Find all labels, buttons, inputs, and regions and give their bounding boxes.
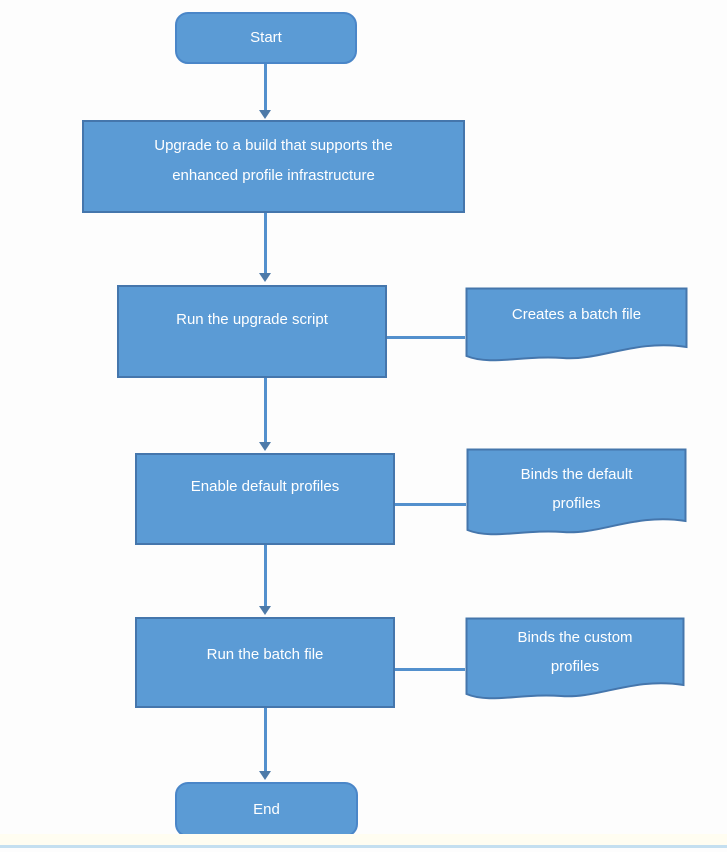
node-upgrade-build-label: Upgrade to a build that supports the enh…: [154, 137, 393, 184]
node-binds-default-profiles-label: Binds the default profiles: [520, 466, 633, 512]
node-run-upgrade-script-label: Run the upgrade script: [176, 311, 328, 328]
connector-runbatch-to-customdoc: [395, 668, 465, 671]
node-creates-batch-file-label: Creates a batch file: [511, 306, 642, 323]
arrowhead-down-icon: [259, 771, 271, 780]
footer-accent-line: [0, 845, 727, 848]
node-binds-default-profiles: Binds the default profiles: [466, 448, 687, 542]
footer-cream-band: [0, 834, 727, 845]
node-enable-default-profiles: Enable default profiles: [135, 453, 395, 545]
arrowhead-down-icon: [259, 273, 271, 282]
connector-start-to-upgrade: [264, 64, 267, 111]
node-start-label: Start: [250, 29, 282, 46]
connector-enable-to-runbatch: [264, 545, 267, 607]
arrowhead-down-icon: [259, 442, 271, 451]
node-run-batch-file: Run the batch file: [135, 617, 395, 708]
arrowhead-down-icon: [259, 606, 271, 615]
node-creates-batch-file: Creates a batch file: [465, 287, 688, 367]
node-enable-default-profiles-label: Enable default profiles: [190, 478, 340, 495]
document-shape-icon: [465, 617, 685, 700]
node-upgrade-build: Upgrade to a build that supports the enh…: [82, 120, 465, 213]
node-end: End: [175, 782, 358, 837]
arrowhead-down-icon: [259, 110, 271, 119]
connector-upgrade-to-runscript: [264, 213, 267, 274]
node-end-label: End: [253, 800, 280, 818]
document-shape-icon: [466, 448, 687, 536]
node-run-batch-file-label: Run the batch file: [206, 646, 324, 663]
connector-runscript-to-enable: [264, 378, 267, 443]
connector-runbatch-to-end: [264, 708, 267, 772]
node-binds-custom-profiles: Binds the custom profiles: [465, 617, 685, 705]
node-binds-custom-profiles-label: Binds the custom profiles: [517, 629, 633, 675]
document-shape-icon: [465, 287, 688, 362]
connector-runscript-to-batchdoc: [387, 336, 465, 339]
node-run-upgrade-script: Run the upgrade script: [117, 285, 387, 378]
connector-enable-to-defaultdoc: [395, 503, 466, 506]
node-start: Start: [175, 12, 357, 64]
